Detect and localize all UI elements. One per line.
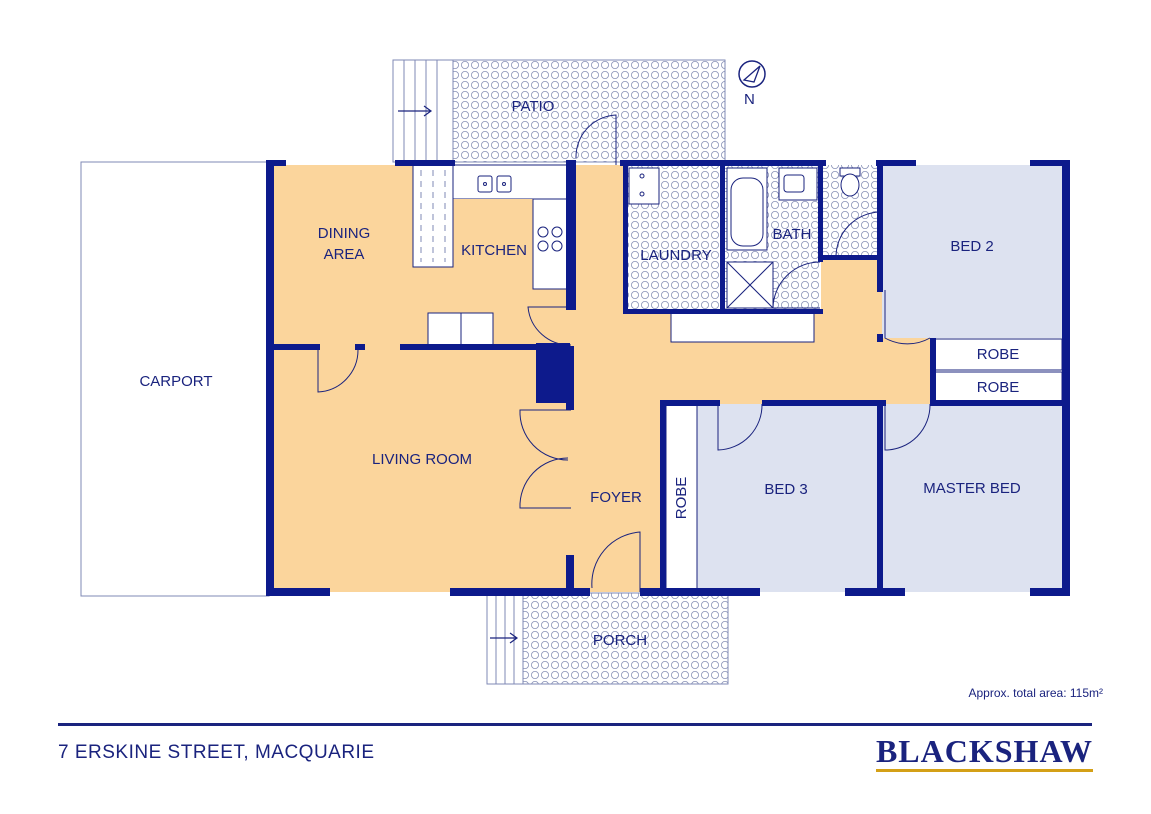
cooktop-icon: [537, 226, 563, 252]
bench-dashes: [420, 170, 446, 262]
label-robe-mid: ROBE: [977, 379, 1020, 396]
label-robe-vertical: ROBE: [673, 477, 690, 520]
label-master-bed: MASTER BED: [923, 480, 1021, 497]
label-foyer: FOYER: [590, 489, 642, 506]
bed2-floor: [882, 165, 1064, 338]
label-laundry: LAUNDRY: [640, 247, 711, 264]
carport-area: [80, 161, 270, 597]
patio-step-arrow-icon: [398, 105, 433, 117]
basin-icon: [778, 167, 818, 201]
property-address: 7 ERSKINE STREET, MACQUARIE: [58, 742, 375, 763]
kitchen-sink-icon: [477, 175, 512, 193]
label-dining-area: AREA: [324, 246, 365, 263]
label-dining: DINING: [318, 225, 371, 242]
bathtub-icon: [726, 167, 768, 251]
walls: [266, 160, 1070, 596]
label-carport: CARPORT: [139, 373, 212, 390]
shower-icon: [726, 261, 774, 309]
brand-name: BLACKSHAW: [875, 733, 1093, 769]
label-bed3: BED 3: [764, 481, 807, 498]
area-note: Approx. total area: 115m²: [968, 686, 1103, 700]
label-living-room: LIVING ROOM: [372, 451, 472, 468]
bed3-floor: [697, 404, 880, 592]
hall-cupboard: [670, 311, 815, 343]
footer-divider: [58, 723, 1092, 726]
porch-step-arrow-icon: [490, 632, 519, 644]
floor-plan: N PATIO CARPORT DINING AREA KITCHEN LAUN…: [80, 59, 1070, 685]
label-bed2: BED 2: [950, 238, 993, 255]
label-kitchen: KITCHEN: [461, 242, 527, 259]
label-robe-top: ROBE: [977, 346, 1020, 363]
fireplace: [536, 343, 570, 403]
label-patio: PATIO: [512, 98, 555, 115]
laundry-tub-icon: [628, 167, 660, 205]
brand-underline: [875, 769, 1093, 772]
porch-area: [486, 592, 729, 685]
compass-label: N: [744, 91, 755, 108]
brand-logo: BLACKSHAW: [875, 733, 1093, 772]
label-porch: PORCH: [593, 632, 647, 649]
label-bath: BATH: [773, 226, 812, 243]
toilet-icon: [839, 167, 861, 197]
master-floor: [882, 404, 1064, 592]
north-compass-icon: [738, 60, 766, 88]
